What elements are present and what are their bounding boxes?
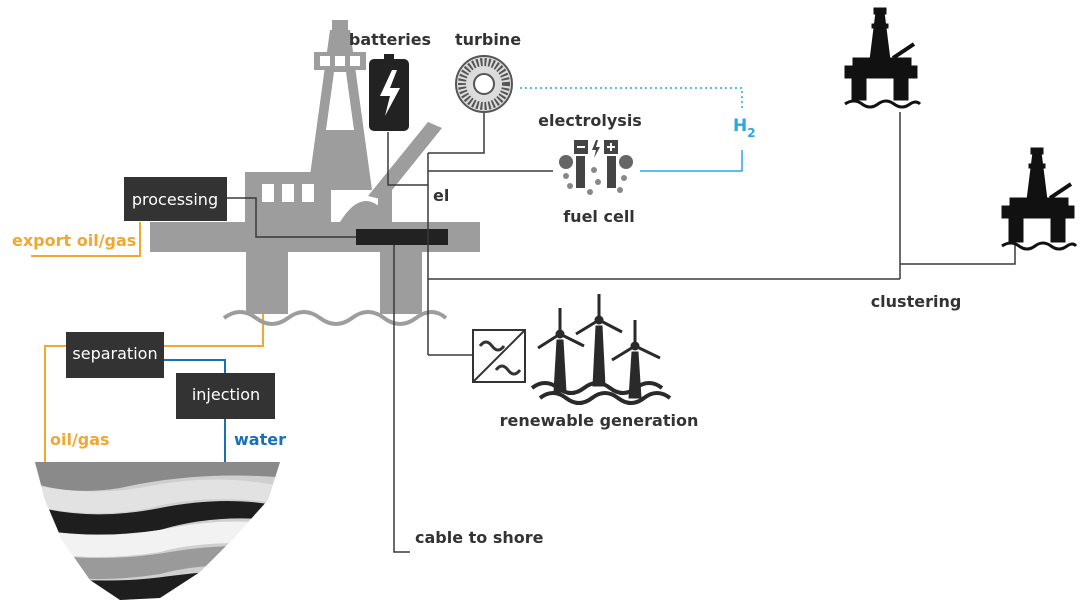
fuel-cell-label: fuel cell [563, 207, 635, 226]
battery-icon [369, 54, 409, 131]
reservoir [35, 462, 280, 600]
electrolysis-icon [559, 140, 633, 195]
el-label: el [433, 186, 449, 205]
clustering-label: clustering [871, 292, 962, 311]
separation-label: separation [72, 344, 157, 363]
oil-gas-label: oil/gas [50, 430, 110, 449]
cable-to-shore-label: cable to shore [415, 528, 544, 547]
hydrogen-lines [520, 87, 743, 172]
h2-label: H2 [733, 116, 756, 140]
electrolysis-label: electrolysis [538, 111, 642, 130]
power-lines [225, 112, 1016, 553]
h2-subscript: 2 [747, 126, 755, 140]
water-lines [163, 359, 226, 462]
sea-waves [222, 310, 448, 326]
wind-turbine-icon [530, 294, 672, 405]
renewable-generation-label: renewable generation [500, 411, 699, 430]
batteries-label: batteries [349, 30, 431, 49]
water-label: water [234, 430, 286, 449]
processing-box [124, 177, 227, 221]
injection-label: injection [192, 385, 260, 404]
export-oil-gas-label: export oil/gas [12, 231, 136, 250]
turbine-label: turbine [455, 30, 521, 49]
processing-label: processing [132, 190, 218, 209]
switchboard-bar [356, 229, 448, 245]
separation-box [66, 332, 164, 378]
platform [150, 20, 480, 314]
injection-box [176, 373, 275, 419]
oil-rig-icon [1001, 147, 1078, 251]
turbine-icon [455, 55, 513, 113]
converter-icon [472, 329, 526, 383]
oil-gas-lines [31, 222, 264, 462]
oil-rig-icon [844, 7, 922, 109]
